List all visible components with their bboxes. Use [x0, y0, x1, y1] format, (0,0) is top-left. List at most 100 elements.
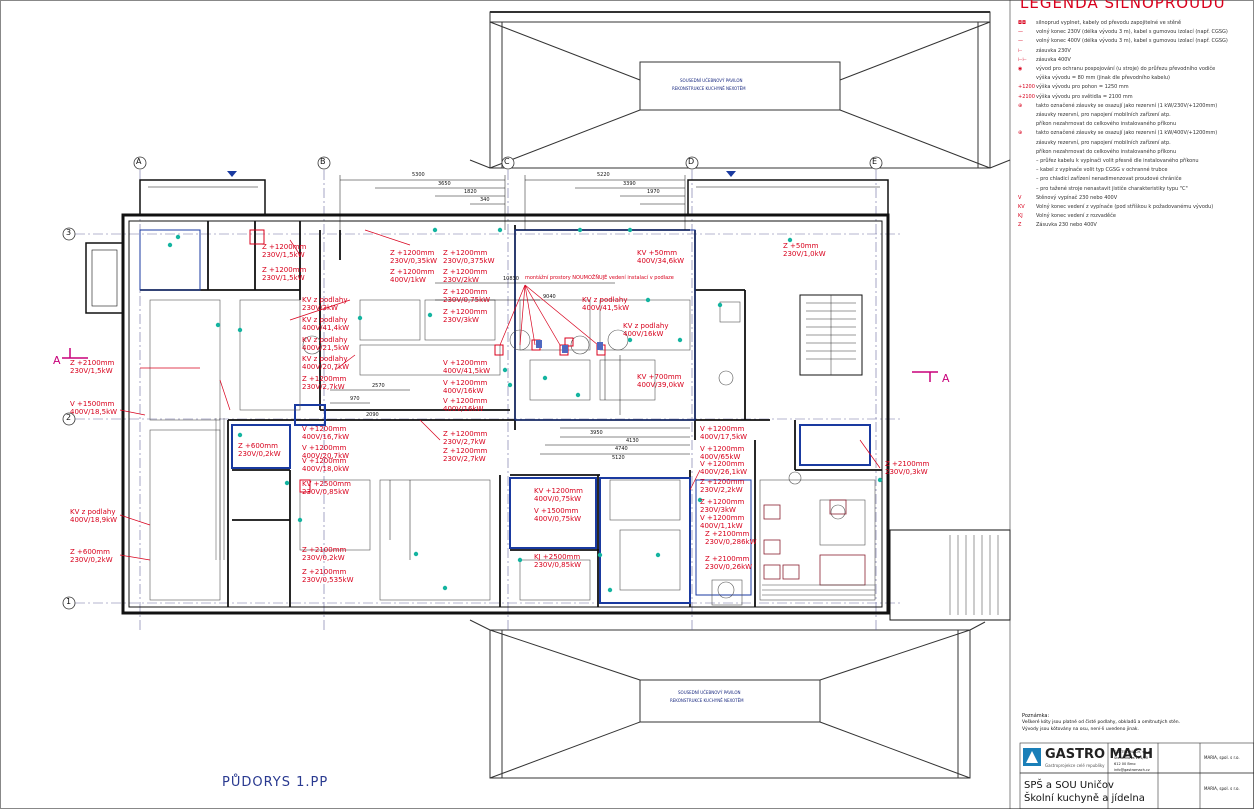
grid-letter-a: A [136, 157, 142, 166]
outlet-rating: 400V/18,0kW [302, 465, 350, 473]
contact-line-1: GASTRO MACH, s.r.o. [1114, 750, 1151, 754]
legend-symbol: +2100 [1018, 93, 1035, 100]
outlet-rating: 230V/0,2kW [302, 554, 345, 562]
legend-row: zásuvky rezervní, pro napojení mobilních… [1018, 140, 1171, 146]
legend-symbol: KV [1018, 204, 1025, 210]
section-marker-right: A [942, 372, 950, 385]
outlet-rating: 400V/26,1kW [700, 468, 748, 476]
legend-row: ⊢zásuvka 230V [1018, 48, 1071, 54]
cabinet-hatch [215, 418, 875, 596]
legend-text: Volný konec vedení z rozvaděče [1036, 213, 1116, 220]
outlet-position: V +1500mm [534, 507, 579, 515]
outlet-position: Z +1200mm [443, 447, 488, 455]
outlet-position: Z +2100mm [302, 568, 347, 576]
pavilion-bottom-line1: SOUSEDNÍ UČEBNOVÝ PAVILON [678, 690, 741, 695]
legend-text: volný konec 230V (délka vývodu 3 m), kab… [1036, 29, 1228, 36]
grounding-dots [167, 227, 883, 593]
outlet-rating: 230V/1,0kW [783, 250, 826, 258]
outlet-rating: 400V/1kW [390, 276, 426, 284]
dimension-label: 5220 [597, 172, 610, 178]
outlet-rating: 230V/0,85kW [534, 561, 582, 569]
title-block-frame [1009, 0, 1254, 809]
legend-text: Zásuvka 230 nebo 400V [1036, 222, 1097, 229]
legend-symbol: ◉ [1018, 66, 1023, 72]
outlet-position: Z +2100mm [705, 555, 750, 563]
drawing-title: PŮDORYS 1.PP [222, 775, 329, 790]
outlet-position: KV +2500mm [302, 480, 351, 488]
legend-row: ⊕takto označené zásuvky se osazují jako … [1018, 103, 1217, 109]
legend-text: příkon nezahrnovat do celkového instalov… [1036, 121, 1177, 128]
outlet-position: KV z podlahy [582, 296, 628, 304]
outlet-rating: 400V/41,5kW [443, 367, 491, 375]
legend-symbol: ⊕ [1018, 130, 1023, 137]
outlet-rating: 400V/65kW [700, 453, 741, 461]
outlet-rating: 400V/41,4kW [302, 324, 350, 332]
legend-row: —volný konec 230V (délka vývodu 3 m), ka… [1018, 29, 1228, 35]
dimension-label: 5120 [612, 455, 625, 461]
dimension-label: 5300 [412, 172, 425, 178]
legend-symbol: ⊢⊢ [1018, 56, 1027, 63]
bottom-pavilion [469, 619, 986, 779]
outlet-position: Z +1200mm [443, 308, 488, 316]
outlet-position: V +1200mm [302, 444, 347, 452]
outlet-rating: 400V/20,7kW [302, 452, 350, 460]
hood-outlines [139, 229, 871, 604]
legend-row: – kabel z vypínače volit typ CGSG v ochr… [1018, 167, 1167, 173]
legend-text: zásuvky rezervní, pro napojení mobilních… [1036, 139, 1171, 146]
dimension-label: 9040 [543, 294, 556, 300]
outlet-position: KV z podlahy [623, 322, 669, 330]
contact-line-2: Štefánikova 121/40 [1114, 756, 1149, 760]
stair-treads [806, 295, 999, 615]
leader-lines [119, 229, 881, 561]
legend-row: ⊕takto označené zásuvky se osazují jako … [1018, 130, 1217, 136]
legend-text: silnoprud vyplnet, kabely od převodu zap… [1036, 20, 1182, 26]
outlet-rating: 230V/0,375kW [443, 257, 495, 265]
outlet-rating: 230V/0,75kW [443, 296, 491, 304]
outlet-rating: 400V/41,5kW [582, 304, 630, 312]
grid-number-2: 2 [66, 413, 72, 422]
outlet-rating: 230V/2,7kW [302, 383, 345, 391]
outlet-position: Z +1200mm [443, 288, 488, 296]
outlet-position: KV z podlahy [302, 296, 348, 304]
company-name: GASTRO MACH [1045, 747, 1153, 762]
top-pavilion [469, 11, 1011, 169]
outlet-rating: 230V/0,535kW [302, 576, 354, 584]
outlet-position: Z +600mm [70, 548, 110, 556]
dimension-label: 3950 [590, 430, 603, 436]
notes-title: Poznámka: [1022, 713, 1050, 719]
outlet-rating: 230V/1,5kW [70, 367, 113, 375]
pavilion-bottom-line2: REKONSTRUKCE KUCHYNĚ NEXOTĚM [670, 698, 744, 703]
outlet-position: KV z podlahy [302, 355, 348, 363]
legend-row: příkon nezahrnovat do celkového instalov… [1018, 121, 1176, 127]
section-marker-left: A [53, 354, 61, 367]
legend-text: – pro tažené stroje nenastavit jističe c… [1036, 185, 1188, 192]
outlet-position: Z +2100mm [70, 359, 115, 367]
outlet-position: Z +1200mm [443, 268, 488, 276]
dimension-lines [330, 175, 690, 560]
legend-symbol: ⊕ [1018, 102, 1023, 109]
legend-text: výška vývodu pro pohon = 1250 mm [1036, 84, 1129, 91]
dimension-label: 10830 [503, 276, 519, 282]
